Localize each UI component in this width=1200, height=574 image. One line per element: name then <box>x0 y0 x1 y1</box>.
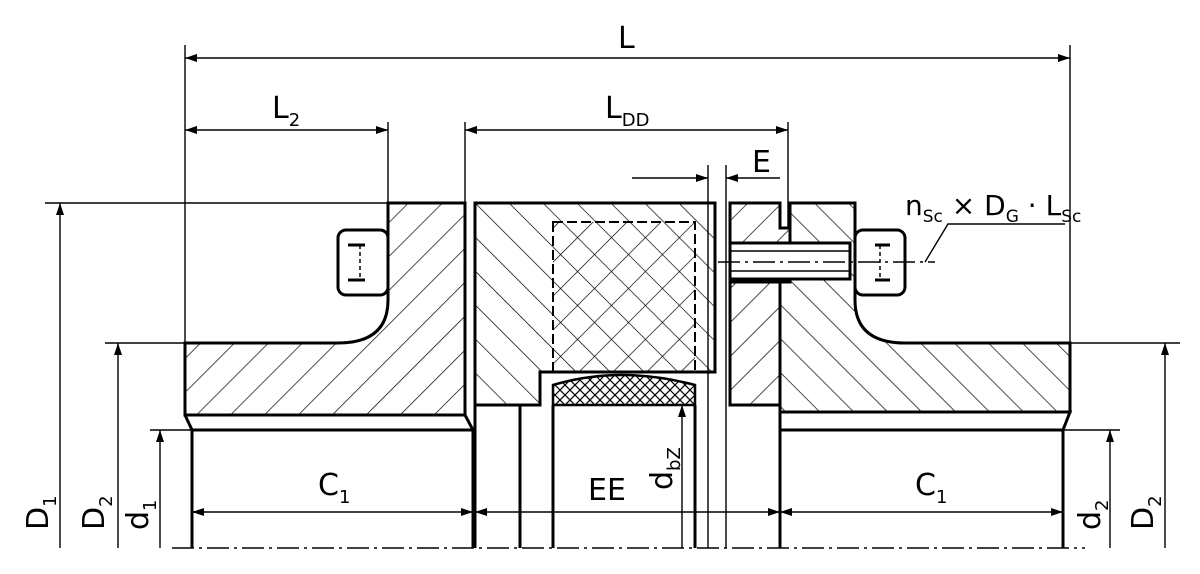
center-bore-lines <box>473 405 697 548</box>
label-d2: d2 <box>1073 500 1113 531</box>
label-D2-right: D2 <box>1126 495 1166 530</box>
right-flange-lower <box>728 280 782 407</box>
label-dbZ: dbZ <box>645 447 685 490</box>
label-D2-left: D2 <box>77 495 117 530</box>
label-C1-right: C1 <box>915 468 947 508</box>
label-d1: d1 <box>121 500 161 531</box>
left-hub-section <box>183 201 467 417</box>
right-hub-bore <box>778 410 1073 548</box>
inner-element <box>552 221 696 373</box>
extension-lines <box>45 45 1180 431</box>
label-EE: EE <box>588 473 626 508</box>
dimension-lines <box>56 54 1169 548</box>
label-C1-left: C1 <box>318 468 350 508</box>
label-LDD: LDD <box>605 91 649 131</box>
gap-lines <box>707 165 727 548</box>
left-screw-head <box>336 228 390 297</box>
label-E: E <box>752 145 771 180</box>
label-D1: D1 <box>21 495 61 530</box>
label-L: L <box>618 21 635 56</box>
label-screw-spec: nSc × DG · LSc <box>905 189 1081 227</box>
elastic-ring-crosshatch <box>551 373 697 407</box>
right-hub-section <box>778 201 1072 414</box>
label-L2: L2 <box>272 91 300 131</box>
